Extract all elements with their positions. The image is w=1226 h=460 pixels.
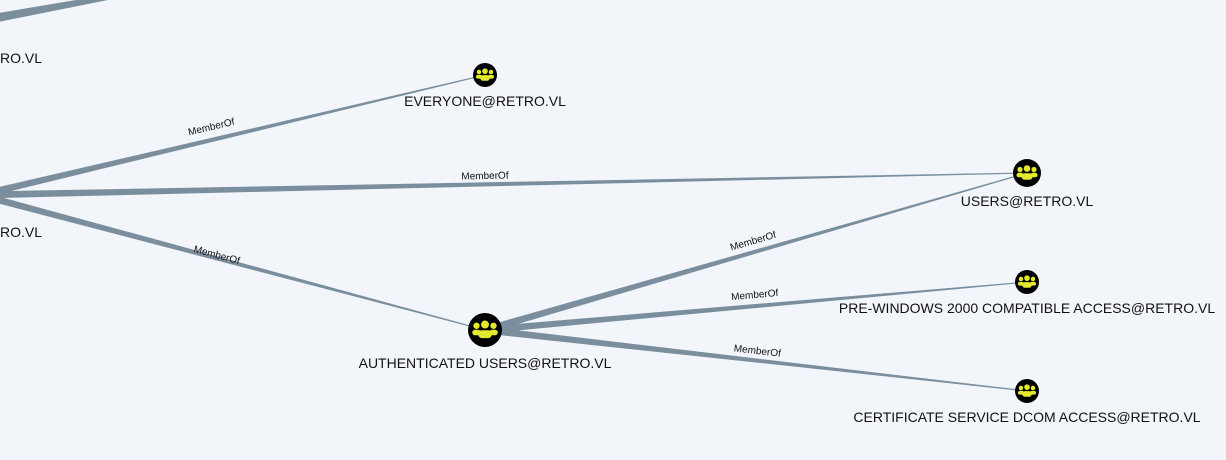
edges-layer: MemberOfMemberOfMemberOfMemberOfMemberOf… (0, 0, 1028, 392)
node-label: CERTIFICATE SERVICE DCOM ACCESS@RETRO.VL (853, 409, 1200, 425)
group-icon (472, 320, 498, 339)
node-circle[interactable] (468, 313, 502, 347)
group-icon (1016, 165, 1038, 180)
node-partial-top[interactable]: RO.VL (0, 50, 42, 66)
node-users[interactable]: USERS@RETRO.VL (961, 159, 1094, 209)
node-certdcom[interactable]: CERTIFICATE SERVICE DCOM ACCESS@RETRO.VL (853, 379, 1201, 425)
node-everyone[interactable]: EVERYONE@RETRO.VL (404, 63, 566, 109)
edge-label-memberof: MemberOf (461, 171, 509, 183)
edge-partial-mid-to-users[interactable] (0, 172, 1027, 199)
node-label: USERS@RETRO.VL (961, 193, 1094, 209)
node-label: RO.VL (0, 50, 42, 66)
edge-authenticated-to-certdcom[interactable] (484, 326, 1028, 392)
edge-partial-mid-to-everyone[interactable] (0, 74, 486, 199)
node-label: RO.VL (0, 224, 42, 240)
edge-label-memberof: MemberOf (731, 288, 779, 303)
group-icon (1018, 275, 1036, 288)
node-circle[interactable] (1015, 270, 1039, 294)
edge-authenticated-to-users[interactable] (484, 172, 1028, 334)
node-prewin2000[interactable]: PRE-WINDOWS 2000 COMPATIBLE ACCESS@RETRO… (839, 270, 1215, 316)
edge-offscreen-top-to-offscreen-top[interactable] (0, 0, 116, 23)
node-partial-mid[interactable]: RO.VL (0, 224, 42, 240)
node-circle[interactable] (473, 63, 497, 87)
edge-label-memberof: MemberOf (192, 244, 241, 267)
edge-partial-mid-to-authenticated[interactable] (0, 192, 486, 331)
node-circle[interactable] (1015, 379, 1039, 403)
node-label: EVERYONE@RETRO.VL (404, 93, 566, 109)
node-label: AUTHENTICATED USERS@RETRO.VL (359, 355, 612, 371)
group-icon (1018, 384, 1036, 397)
node-label: PRE-WINDOWS 2000 COMPATIBLE ACCESS@RETRO… (839, 300, 1215, 316)
edge-authenticated-to-prewin2000[interactable] (484, 281, 1027, 334)
node-authenticated[interactable]: AUTHENTICATED USERS@RETRO.VL (359, 313, 612, 371)
edge-label-memberof: MemberOf (729, 230, 778, 254)
edge-label-memberof: MemberOf (733, 343, 781, 359)
node-circle[interactable] (1013, 159, 1041, 187)
nodes-layer: RO.VL RO.VL EVERYONE@RETRO.VL USERS@RETRO.V… (0, 50, 1215, 425)
group-icon (476, 68, 494, 81)
